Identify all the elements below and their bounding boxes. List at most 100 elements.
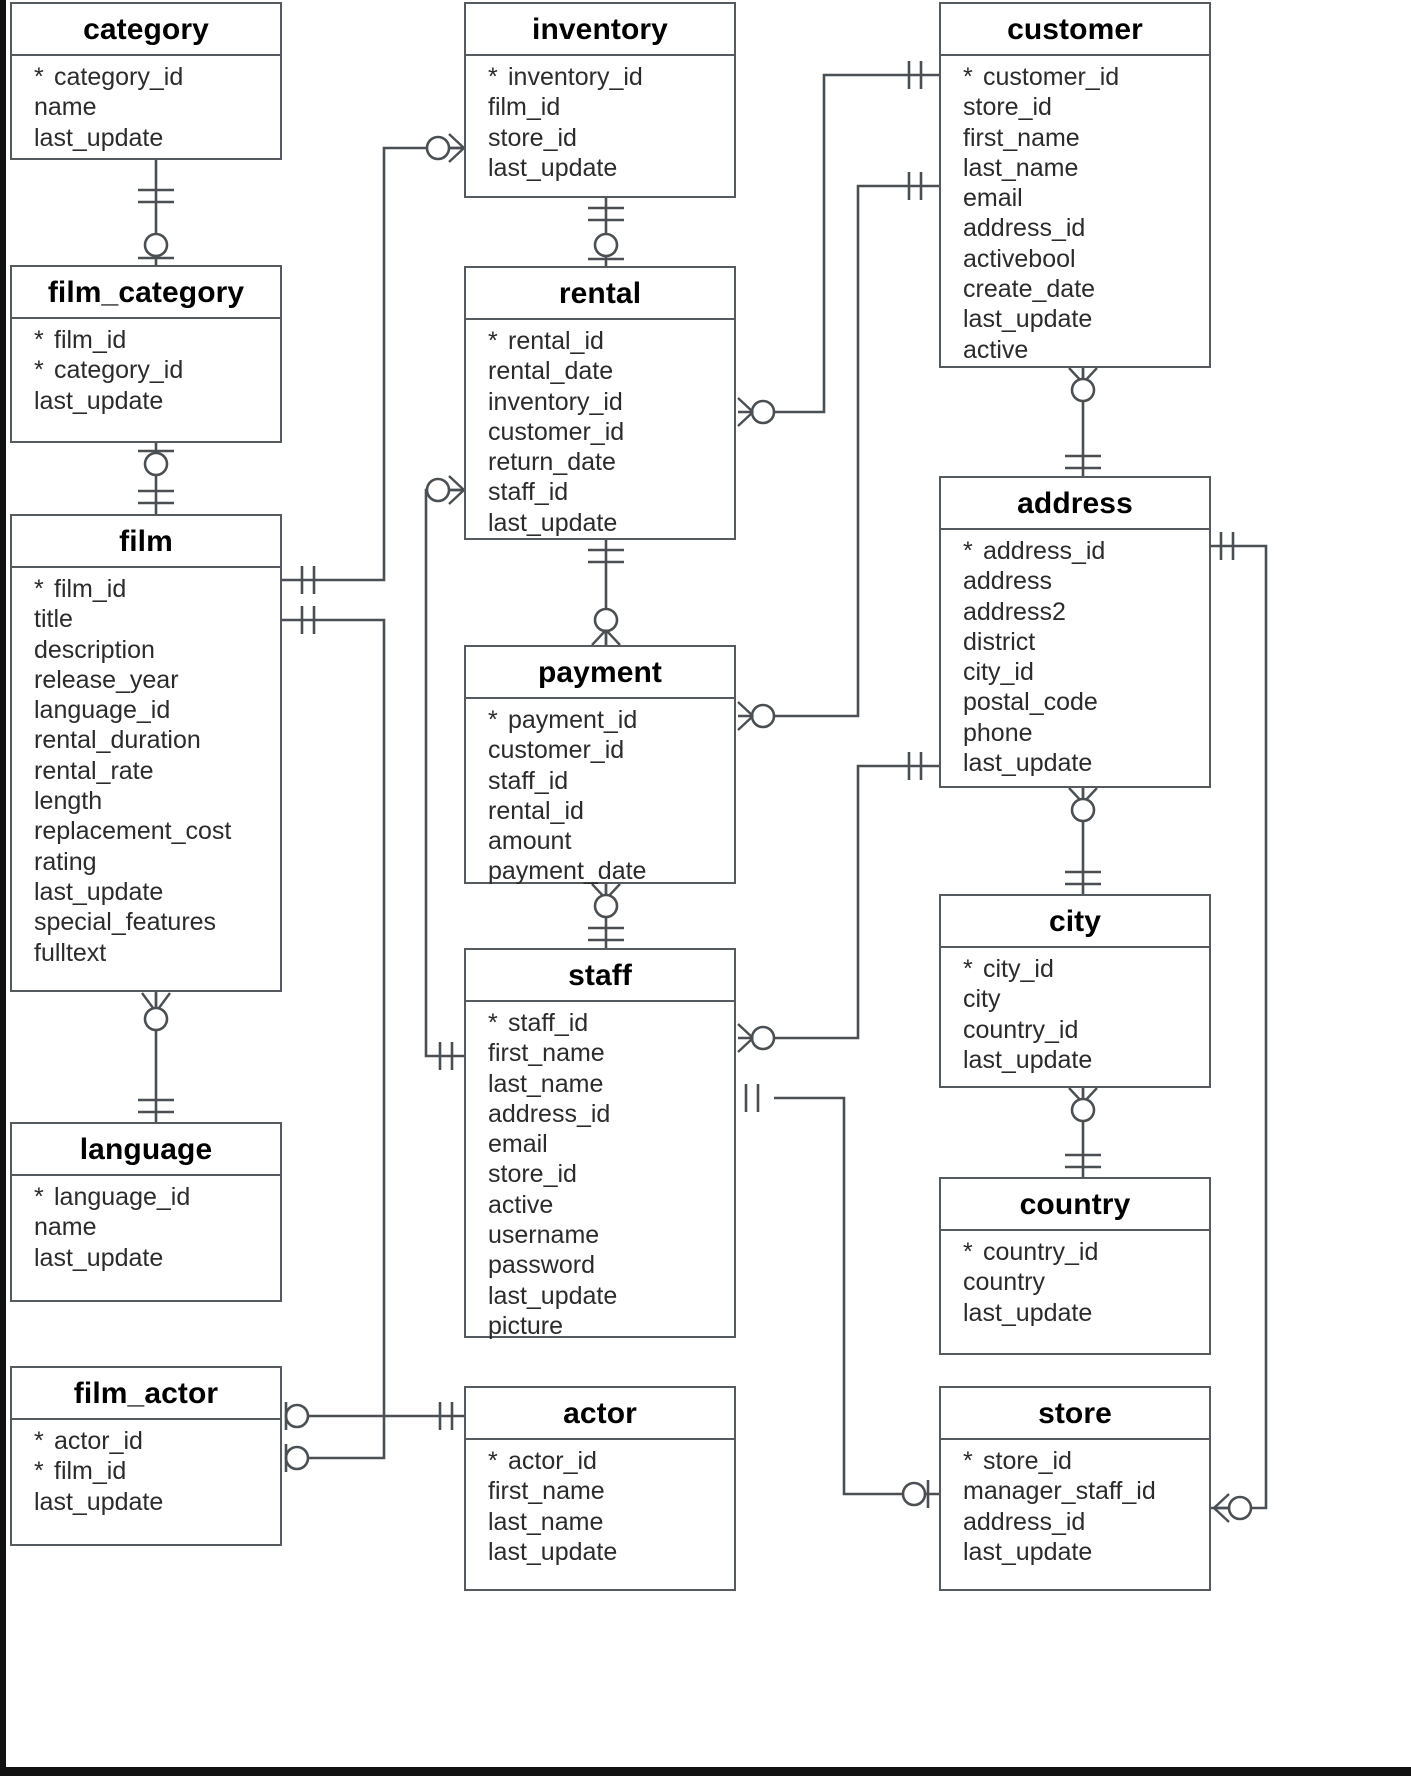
column-row: title bbox=[34, 605, 73, 634]
entity-address[interactable]: address *address_id address address2 dis… bbox=[939, 476, 1211, 788]
entity-columns: *staff_id first_name last_name address_i… bbox=[466, 1002, 734, 1341]
column-row: last_update bbox=[963, 305, 1093, 334]
entity-film[interactable]: film *film_id title description release_… bbox=[10, 514, 282, 992]
entity-customer[interactable]: customer *customer_id store_id first_nam… bbox=[939, 2, 1211, 368]
column-row: fulltext bbox=[34, 938, 107, 967]
rel-staff-store bbox=[774, 1096, 939, 1496]
entity-country[interactable]: country *country_id country last_update bbox=[939, 1177, 1211, 1355]
entity-columns: *inventory_id film_id store_id last_upda… bbox=[466, 56, 734, 183]
column-row: *film_id bbox=[34, 1457, 127, 1486]
entity-title: store bbox=[941, 1388, 1209, 1440]
column-row: payment_date bbox=[488, 857, 647, 886]
rel-staff-rental bbox=[424, 488, 464, 1058]
column-row: film_id bbox=[488, 93, 561, 122]
column-row: *actor_id bbox=[488, 1447, 597, 1475]
entity-city[interactable]: city *city_id city country_id last_updat… bbox=[939, 894, 1211, 1088]
column-row: customer_id bbox=[488, 736, 625, 765]
column-row: activebool bbox=[963, 244, 1076, 273]
column-row: last_update bbox=[34, 123, 164, 152]
column-row: length bbox=[34, 787, 103, 816]
entity-columns: *store_id manager_staff_id address_id la… bbox=[941, 1440, 1209, 1567]
entity-language[interactable]: language *language_id name last_update bbox=[10, 1122, 282, 1302]
column-row: last_update bbox=[963, 1537, 1093, 1566]
column-row: *city_id bbox=[963, 955, 1054, 983]
column-row: address_id bbox=[488, 1099, 611, 1128]
entity-film-actor[interactable]: film_actor *actor_id *film_id last_updat… bbox=[10, 1366, 282, 1546]
column-row: *address_id bbox=[963, 537, 1106, 565]
column-row: last_update bbox=[963, 1298, 1093, 1327]
entity-film-category[interactable]: film_category *film_id *category_id last… bbox=[10, 265, 282, 443]
column-row: rental_duration bbox=[34, 726, 201, 755]
entity-columns: *category_id name last_update bbox=[12, 56, 280, 153]
column-row: rental_rate bbox=[34, 756, 154, 785]
column-row: *inventory_id bbox=[488, 63, 643, 91]
column-row: *country_id bbox=[963, 1238, 1099, 1266]
column-row: last_update bbox=[34, 1487, 164, 1516]
entity-columns: *customer_id store_id first_name last_na… bbox=[941, 56, 1209, 365]
column-row: email bbox=[488, 1130, 548, 1159]
column-row: name bbox=[34, 1213, 97, 1242]
column-row: amount bbox=[488, 827, 572, 856]
column-row: *rental_id bbox=[488, 327, 604, 355]
column-row: staff_id bbox=[488, 478, 569, 507]
entity-title: language bbox=[12, 1124, 280, 1176]
column-row: district bbox=[963, 627, 1036, 656]
column-row: active bbox=[963, 335, 1029, 364]
column-row: replacement_cost bbox=[34, 817, 232, 846]
column-row: *store_id bbox=[963, 1447, 1072, 1475]
entity-title: city bbox=[941, 896, 1209, 948]
column-row: postal_code bbox=[963, 688, 1098, 717]
column-row: last_update bbox=[963, 749, 1093, 778]
column-row: customer_id bbox=[488, 417, 625, 446]
entity-category[interactable]: category *category_id name last_update bbox=[10, 2, 282, 160]
column-row: password bbox=[488, 1251, 595, 1280]
column-row: last_update bbox=[488, 153, 618, 182]
entity-columns: *language_id name last_update bbox=[12, 1176, 280, 1273]
column-row: address2 bbox=[963, 597, 1066, 626]
column-row: picture bbox=[488, 1311, 564, 1340]
entity-store[interactable]: store *store_id manager_staff_id address… bbox=[939, 1386, 1211, 1591]
entity-title: staff bbox=[466, 950, 734, 1002]
column-row: *customer_id bbox=[963, 63, 1120, 91]
column-row: *actor_id bbox=[34, 1427, 143, 1455]
column-row: return_date bbox=[488, 448, 616, 477]
column-row: phone bbox=[963, 718, 1033, 747]
column-row: last_update bbox=[488, 1281, 618, 1310]
column-row: city bbox=[963, 985, 1001, 1014]
column-row: username bbox=[488, 1221, 600, 1250]
entity-payment[interactable]: payment *payment_id customer_id staff_id… bbox=[464, 645, 736, 886]
column-row: staff_id bbox=[488, 766, 569, 795]
entity-inventory[interactable]: inventory *inventory_id film_id store_id… bbox=[464, 2, 736, 198]
entity-columns: *city_id city country_id last_update bbox=[941, 948, 1209, 1075]
entity-title: customer bbox=[941, 4, 1209, 56]
entity-title: inventory bbox=[466, 4, 734, 56]
entity-title: country bbox=[941, 1179, 1209, 1231]
rel-film-filmactor bbox=[282, 618, 386, 1460]
column-row: last_update bbox=[488, 1537, 618, 1566]
column-row: last_update bbox=[34, 877, 164, 906]
column-row: last_update bbox=[488, 508, 618, 537]
column-row: city_id bbox=[963, 658, 1034, 687]
column-row: first_name bbox=[963, 123, 1080, 152]
entity-actor[interactable]: actor *actor_id first_name last_name las… bbox=[464, 1386, 736, 1591]
column-row: store_id bbox=[488, 1160, 577, 1189]
relationship-connectors bbox=[138, 61, 1268, 1523]
column-row: last_update bbox=[34, 1243, 164, 1272]
entity-columns: *country_id country last_update bbox=[941, 1231, 1209, 1328]
entity-title: rental bbox=[466, 268, 734, 320]
entity-columns: *address_id address address2 district ci… bbox=[941, 530, 1209, 778]
entity-columns: *actor_id *film_id last_update bbox=[12, 1420, 280, 1517]
column-row: *payment_id bbox=[488, 706, 638, 734]
column-row: *film_id bbox=[34, 326, 127, 354]
column-row: store_id bbox=[488, 123, 577, 152]
column-row: name bbox=[34, 93, 97, 122]
column-row: language_id bbox=[34, 696, 171, 725]
column-row: active bbox=[488, 1190, 554, 1219]
column-row: last_update bbox=[963, 1045, 1093, 1074]
column-row: *category_id bbox=[34, 63, 184, 91]
entity-staff[interactable]: staff *staff_id first_name last_name add… bbox=[464, 948, 736, 1341]
entity-columns: *film_id *category_id last_update bbox=[12, 319, 280, 416]
entity-rental[interactable]: rental *rental_id rental_date inventory_… bbox=[464, 266, 736, 540]
rel-payment-customer bbox=[774, 184, 939, 718]
entity-title: address bbox=[941, 478, 1209, 530]
